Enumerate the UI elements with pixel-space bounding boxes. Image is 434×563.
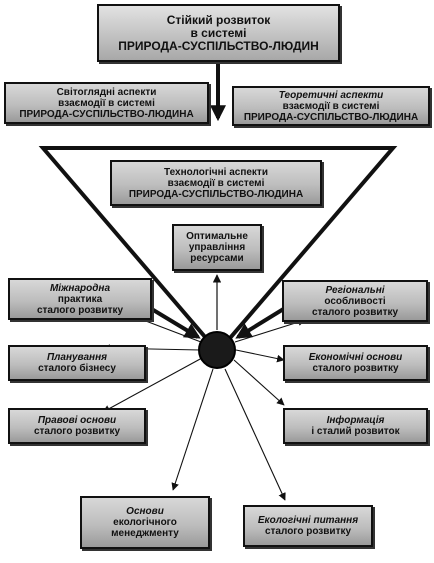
legal-line1: Правові основи	[37, 415, 117, 426]
international-line3: сталого розвитку	[36, 304, 124, 316]
eco-management-line1: Основи	[126, 506, 164, 517]
planning-line1: Планування	[46, 352, 107, 363]
arrow-to-legal	[102, 357, 203, 413]
regional-thick-arrow	[235, 303, 292, 339]
theoretical-line2: взаємодії в системі	[282, 100, 380, 112]
title-box: Стійкий розвиток в системі ПРИРОДА-СУСПІ…	[97, 4, 340, 62]
radial-arrows	[102, 313, 306, 501]
legal-line2: сталого розвитку	[33, 426, 121, 437]
arrow-to-information	[233, 359, 285, 406]
information-line2: і сталий розвиток	[311, 426, 400, 437]
eco-management-box: Основи екологічного менеджменту	[80, 496, 210, 549]
resources-line3: ресурсами	[190, 253, 244, 264]
title-line2: в системі	[190, 25, 247, 40]
arrow-to-eco-management	[171, 368, 214, 491]
eco-management-line2: екологічного	[113, 517, 177, 528]
title-line3: ПРИРОДА-СУСПІЛЬСТВО-ЛЮДИН	[118, 38, 319, 53]
technological-box: Технологічні аспекти взаємодії в системі…	[110, 160, 322, 206]
information-box: Інформація і сталий розвиток	[283, 408, 428, 444]
regional-line3: сталого розвитку	[311, 306, 399, 318]
technological-line2: взаємодії в системі	[167, 177, 265, 189]
international-line1: Міжнародна	[49, 282, 111, 294]
arrow-to-economic	[235, 349, 285, 363]
international-box: Міжнародна практика сталого розвитку	[8, 278, 152, 320]
economic-line1: Економічні основи	[308, 352, 403, 363]
resources-line1: Оптимальне	[186, 231, 248, 242]
technological-line1: Технологічні аспекти	[164, 166, 268, 178]
regional-box: Регіональні особливості сталого розвитку	[282, 280, 428, 322]
international-line2: практика	[57, 293, 103, 305]
eco-management-line3: менеджменту	[111, 528, 179, 539]
world-view-box: Світоглядні аспекти взаємодії в системі …	[4, 82, 209, 124]
title-line1: Стійкий розвиток	[166, 12, 271, 27]
economic-box: Економічні основи сталого розвитку	[283, 345, 428, 381]
funnel-triangle	[38, 146, 398, 356]
planning-box: Планування сталого бізнесу	[8, 345, 146, 381]
world-view-line2: взаємодії в системі	[58, 97, 155, 109]
economic-line2: сталого розвитку	[312, 363, 399, 374]
theoretical-line3: ПРИРОДА-СУСПІЛЬСТВО-ЛЮДИНА	[243, 111, 419, 123]
regional-line1: Регіональні	[325, 284, 385, 296]
arrow-to-eco-issues	[224, 368, 286, 501]
world-view-line1: Світоглядні аспекти	[56, 86, 157, 98]
eco-issues-line2: сталого розвитку	[264, 526, 352, 537]
eco-issues-line1: Екологічні питання	[257, 515, 359, 526]
resources-box: Оптимальне управління ресурсами	[172, 224, 262, 271]
resources-line2: управління	[188, 242, 246, 253]
planning-line2: сталого бізнесу	[38, 363, 116, 374]
world-view-line3: ПРИРОДА-СУСПІЛЬСТВО-ЛЮДИНА	[19, 108, 194, 120]
legal-box: Правові основи сталого розвитку	[8, 408, 146, 444]
eco-issues-box: Екологічні питання сталого розвитку	[243, 505, 373, 547]
arrow-to-regional	[234, 318, 306, 343]
hub-circle	[198, 331, 236, 369]
international-thick-arrow	[143, 303, 201, 339]
information-line1: Інформація	[326, 415, 385, 426]
theoretical-line1: Теоретичні аспекти	[278, 89, 384, 101]
regional-line2: особливості	[324, 295, 386, 307]
technological-line3: ПРИРОДА-СУСПІЛЬСТВО-ЛЮДИНА	[128, 188, 304, 200]
theoretical-box: Теоретичні аспекти взаємодії в системі П…	[232, 86, 430, 126]
